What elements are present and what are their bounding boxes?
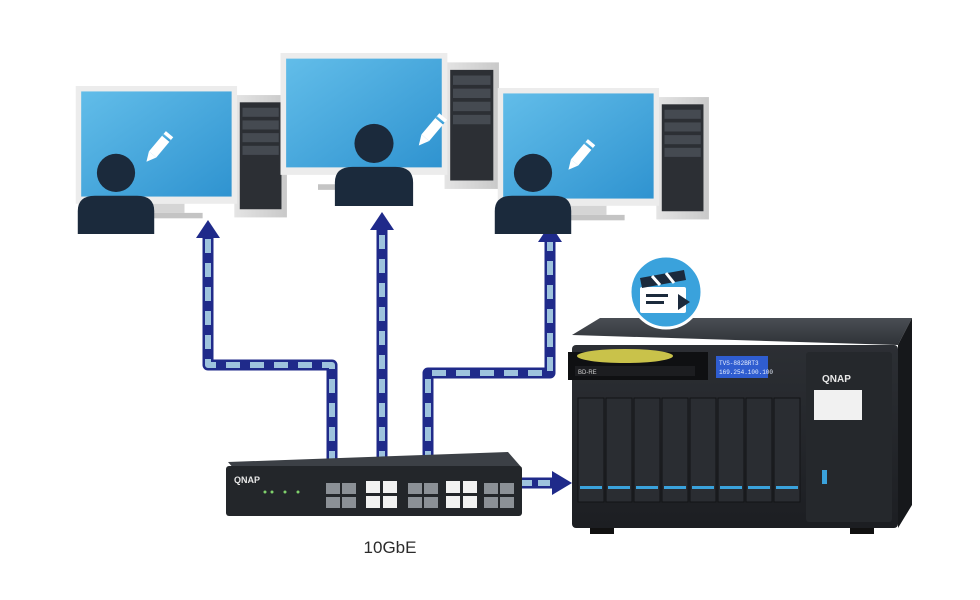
network-switch: QNAP	[226, 452, 522, 516]
sfp-ports	[326, 483, 514, 508]
workstation-center	[280, 53, 499, 206]
caption-10gbe: 10GbE	[363, 538, 417, 557]
video-badge	[628, 254, 704, 330]
lcd-line-2: 169.254.100.100	[719, 369, 773, 376]
link-right	[422, 240, 556, 465]
nas: BD-RE TVS-882BRT3 169.254.100.100	[568, 318, 912, 534]
drive-bays	[577, 397, 801, 503]
arrow-right-icon	[552, 471, 572, 495]
workstation-right	[494, 88, 709, 234]
lcd-line-1: TVS-882BRT3	[719, 360, 759, 367]
switch-brand: QNAP	[234, 475, 260, 485]
nas-brand: QNAP	[822, 374, 851, 385]
workstation-left	[75, 86, 287, 234]
drive-label: BD-RE	[578, 370, 597, 376]
video-clapper-icon	[640, 270, 690, 313]
network-links	[202, 228, 556, 489]
rj45-ports	[366, 481, 477, 508]
arrow-up-center-icon	[370, 212, 394, 230]
arrow-up-left-icon	[196, 220, 220, 238]
link-left	[202, 236, 338, 465]
